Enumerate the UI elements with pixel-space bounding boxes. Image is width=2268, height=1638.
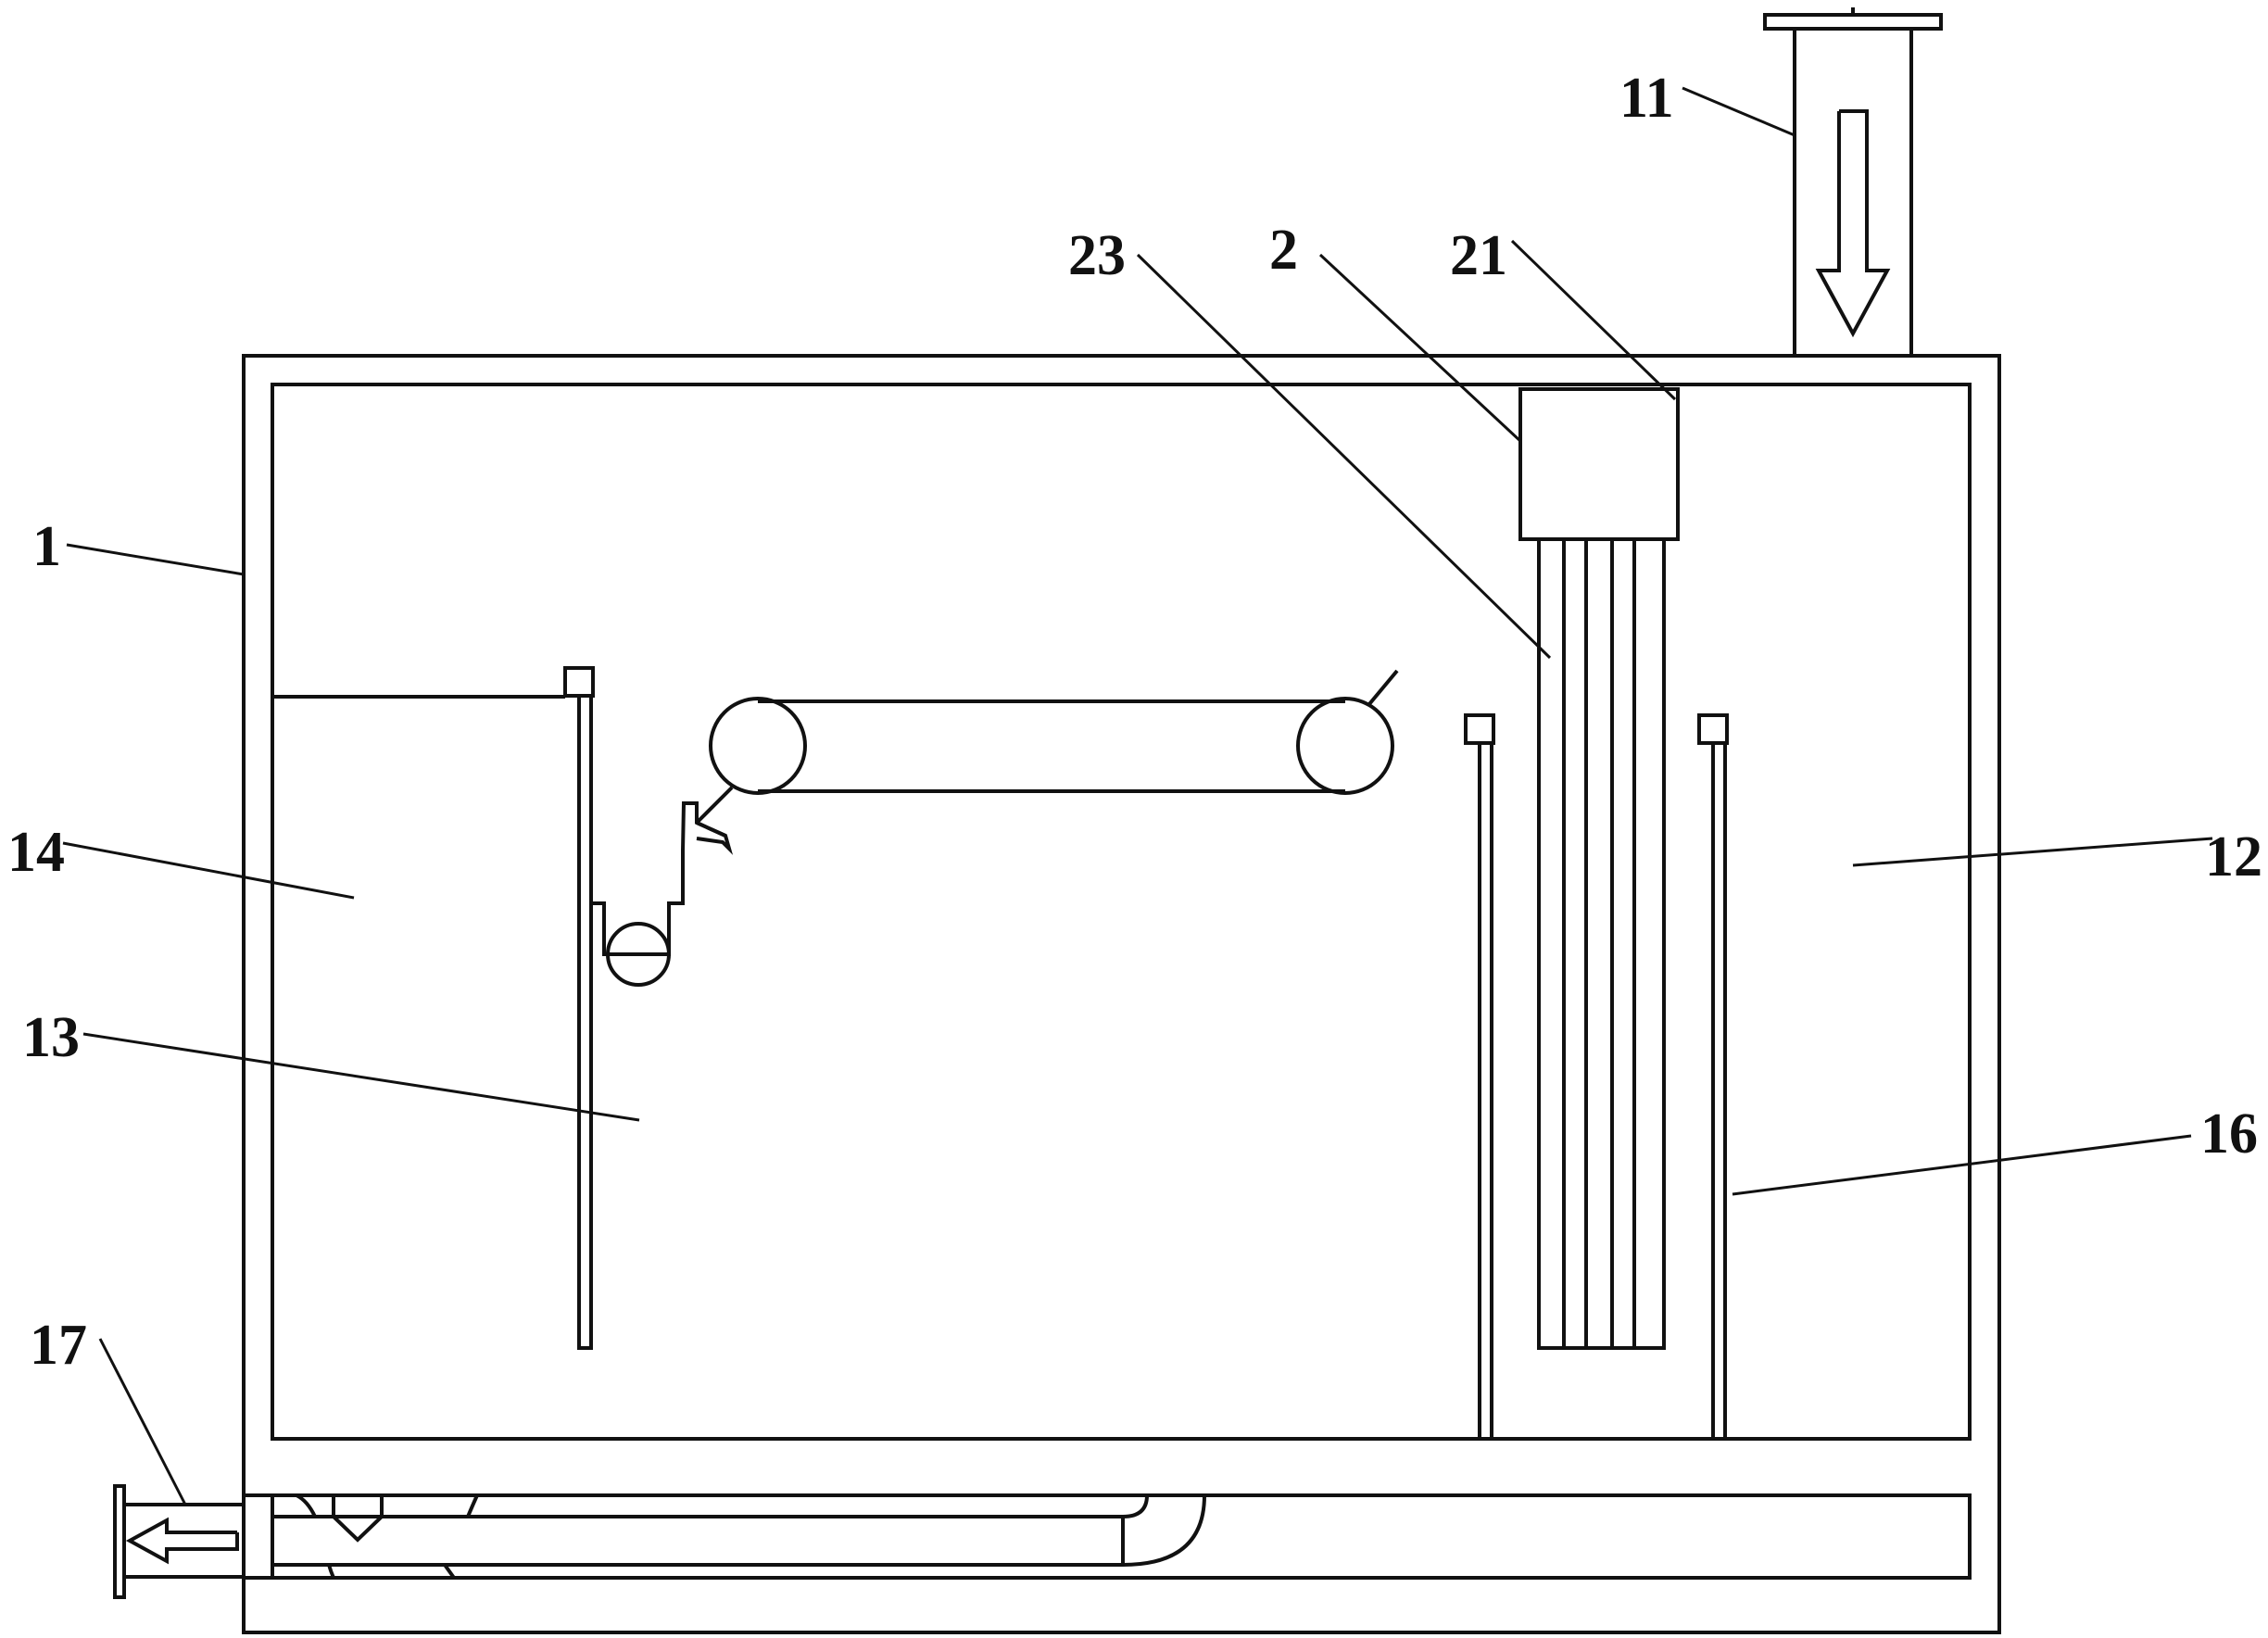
label-12: 12 [2205, 825, 2262, 888]
label-23: 23 [1068, 224, 1126, 287]
label-21: 21 [1450, 224, 1507, 287]
drain-pipe [272, 1493, 1206, 1580]
weir-cap-left [563, 666, 595, 698]
baffle-plate-right [1711, 741, 1727, 1441]
leader-lines [62, 86, 2213, 1506]
weir-plate-left [577, 694, 593, 1350]
scraper-arm [695, 786, 734, 825]
filter-head [1518, 387, 1680, 541]
label-2: 2 [1269, 219, 1298, 282]
inflow-arrow-icon [1815, 109, 1891, 338]
label-16: 16 [2200, 1102, 2258, 1166]
label-14: 14 [7, 821, 65, 884]
outlet-pipe [113, 1484, 274, 1599]
outflow-arrow-icon [125, 1517, 239, 1565]
filter-tubes [1537, 537, 1666, 1350]
conveyor-belt [709, 669, 1399, 795]
scraper-frame [591, 801, 726, 956]
label-13: 13 [22, 1006, 80, 1069]
label-17: 17 [30, 1314, 87, 1377]
tank-inner-wall [271, 383, 1972, 1441]
baffle-cap-right [1697, 713, 1729, 745]
inlet-pipe [1763, 7, 1943, 356]
baffle-plate-left [1478, 741, 1493, 1441]
tank-outer-wall [242, 354, 2001, 1634]
scraper-blade [696, 821, 734, 855]
label-1: 1 [32, 515, 61, 578]
baffle-cap-left [1464, 713, 1495, 745]
label-11: 11 [1619, 67, 1674, 130]
